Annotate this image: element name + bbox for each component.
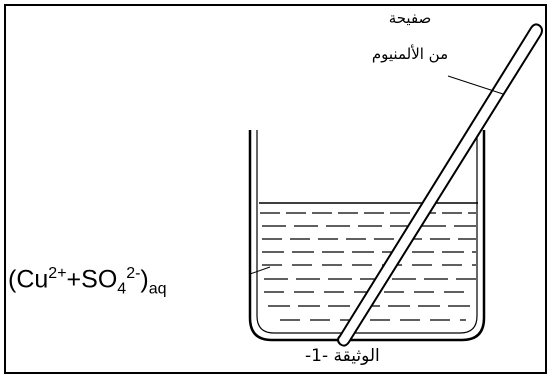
plate-label-line1: صفيحة bbox=[388, 9, 432, 27]
document-frame bbox=[4, 4, 547, 374]
solution-label: (Cu2++SO42-)aq bbox=[8, 265, 167, 298]
beaker bbox=[248, 130, 486, 342]
solution-label-close: ) bbox=[140, 265, 149, 294]
aq-state: aq bbox=[148, 280, 167, 298]
solution-label-so: +SO bbox=[66, 265, 118, 294]
so4-charge: 2- bbox=[126, 265, 141, 282]
aluminium-plate bbox=[337, 23, 543, 347]
solution-label-open: (Cu bbox=[8, 265, 49, 294]
so4-subscript: 4 bbox=[117, 280, 127, 298]
cu-charge: 2+ bbox=[48, 265, 67, 282]
plate-pointer-line bbox=[447, 75, 504, 95]
plate-label-line2: من الألمنيوم bbox=[371, 45, 449, 63]
document-label: الوثيقة -1- bbox=[305, 346, 380, 366]
plate-label: صفيحة من الألمنيوم bbox=[360, 8, 460, 64]
solution-pointer-line bbox=[249, 266, 271, 275]
